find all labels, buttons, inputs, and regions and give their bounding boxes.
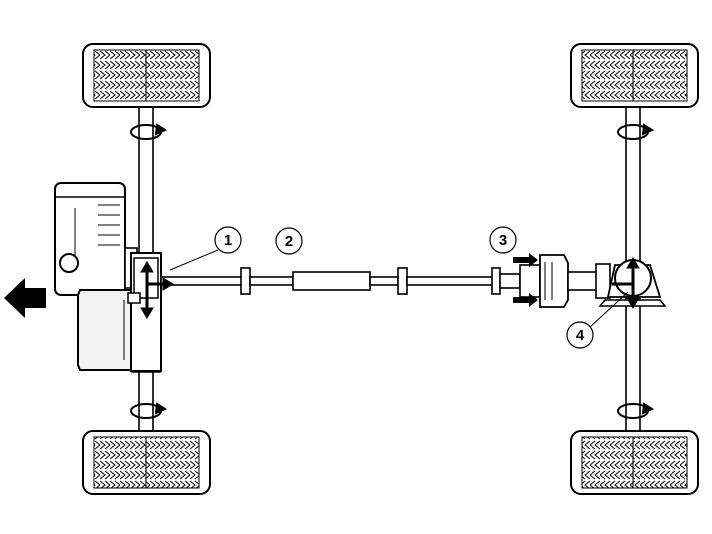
callout-2-label: 2 <box>285 233 293 250</box>
callout-3: 3 <box>489 226 517 254</box>
callout-1-label: 1 <box>224 232 232 249</box>
callout-4-label: 4 <box>576 327 585 344</box>
wheel-front-bottom <box>82 430 211 495</box>
callout-4: 4 <box>566 291 629 349</box>
rotation-arrow-front-top-icon <box>130 123 168 140</box>
rotation-arrow-rear-bottom-icon <box>617 402 655 419</box>
arrow-coupling-lower-icon <box>513 293 538 307</box>
arrow-drive-direction-icon <box>4 278 46 318</box>
callout-3-label: 3 <box>499 232 507 249</box>
propeller-shaft <box>160 267 521 295</box>
arrow-front-torque-split-icon <box>140 261 174 319</box>
rear-differential <box>598 259 667 307</box>
wheel-rear-bottom <box>570 430 699 495</box>
rotation-arrow-front-bottom-icon <box>130 402 168 419</box>
wheel-rear-top <box>570 43 699 108</box>
callout-1: 1 <box>169 226 242 271</box>
arrow-rear-torque-split-icon <box>612 257 640 309</box>
callout-2: 2 <box>275 227 303 255</box>
rear-coupling <box>519 254 611 308</box>
wheel-front-top <box>82 43 211 108</box>
arrow-coupling-upper-icon <box>513 253 538 267</box>
rotation-arrow-rear-top-icon <box>617 123 655 140</box>
engine-block <box>54 182 138 296</box>
